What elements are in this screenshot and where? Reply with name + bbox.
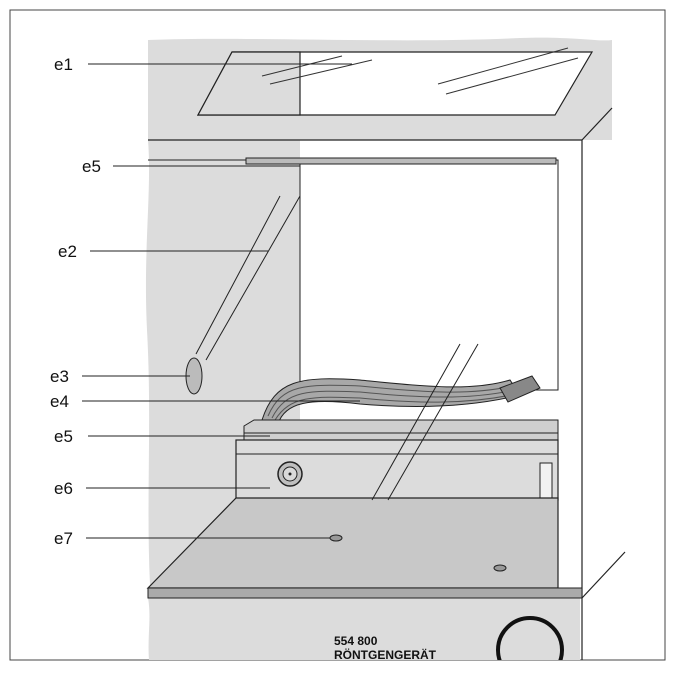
lid-reflection — [445, 57, 579, 95]
nameplate-name: RÖNTGENGERÄT — [334, 647, 437, 662]
cable-wire — [274, 393, 517, 421]
label-e7: e7 — [54, 529, 73, 548]
floor-screw — [493, 564, 507, 572]
lower-panel — [148, 598, 580, 660]
label-e3: e3 — [50, 367, 69, 386]
interior-window — [299, 159, 559, 391]
rod-left — [195, 195, 281, 355]
cable-connector — [499, 375, 541, 403]
top-slider-rail — [245, 157, 557, 165]
knob-center — [288, 472, 292, 476]
label-e2: e2 — [58, 242, 77, 261]
cable-wire — [267, 384, 513, 417]
label-e5-top: e5 — [82, 157, 101, 176]
nameplate-number: 554 800 — [334, 634, 378, 648]
rod-right — [205, 195, 301, 361]
cabinet-side-top — [581, 107, 613, 141]
label-e1: e1 — [54, 55, 73, 74]
logo-circle — [496, 616, 564, 660]
cabinet-side-bottom — [581, 551, 626, 599]
floor-screw — [329, 534, 343, 542]
label-e6: e6 — [54, 479, 73, 498]
label-e5-bottom: e5 — [54, 427, 73, 446]
lid-reflection — [261, 55, 343, 77]
top-lid-left-gray — [196, 51, 301, 116]
label-e4: e4 — [50, 392, 69, 411]
cable-wire — [271, 389, 515, 419]
lid-reflection — [437, 47, 569, 85]
base-strip — [147, 587, 583, 599]
front-rod-left — [371, 343, 461, 501]
bottom-slider-rail — [243, 419, 559, 441]
ribbon-cable — [261, 378, 521, 425]
lid-reflection — [269, 59, 373, 85]
front-rod-right — [387, 343, 479, 501]
